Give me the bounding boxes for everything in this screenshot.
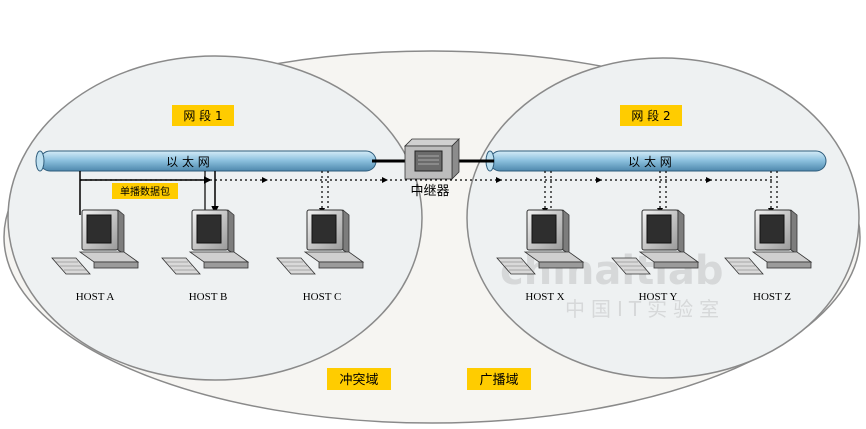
segment-1-label: 网 段 1 xyxy=(183,108,222,123)
host-x: HOST X xyxy=(496,209,584,303)
ethernet-pipe-2: 以 太 网 xyxy=(485,150,827,172)
host-b-label: HOST B xyxy=(189,291,228,303)
unicast-label: 单播数据包 xyxy=(120,185,170,198)
dotted-drops xyxy=(321,171,778,212)
host-b: HOST B xyxy=(161,209,249,303)
ethernet-pipe-1: 以 太 网 xyxy=(35,150,377,172)
host-a-label: HOST A xyxy=(76,291,115,303)
segment-1-label-box xyxy=(172,105,234,126)
host-a: HOST A xyxy=(51,209,139,303)
collision-domain-label-box xyxy=(327,368,391,390)
host-c-label: HOST C xyxy=(303,291,342,303)
segment-2-label-box xyxy=(620,105,682,126)
host-z: HOST Z xyxy=(724,209,812,303)
unicast-label-box xyxy=(112,183,178,199)
ethernet-label-1: 以 太 网 xyxy=(166,154,210,169)
watermark-sub: 中国IT实验室 xyxy=(565,297,725,321)
repeater-device xyxy=(404,138,460,180)
repeater-label: 中继器 xyxy=(410,184,449,199)
host-y: HOST Y xyxy=(611,209,699,303)
segment-2-label: 网 段 2 xyxy=(631,108,670,123)
ethernet-label-2: 以 太 网 xyxy=(628,154,672,169)
host-y-label: HOST Y xyxy=(639,291,678,303)
broadcast-domain-label: 广播域 xyxy=(479,373,518,388)
traffic-arrows xyxy=(262,177,712,183)
host-x-label: HOST X xyxy=(525,291,564,303)
collision-domain-label: 冲突域 xyxy=(339,372,378,388)
broadcast-domain-label-box xyxy=(467,368,531,390)
host-z-label: HOST Z xyxy=(753,291,791,303)
host-c: HOST C xyxy=(276,209,364,303)
